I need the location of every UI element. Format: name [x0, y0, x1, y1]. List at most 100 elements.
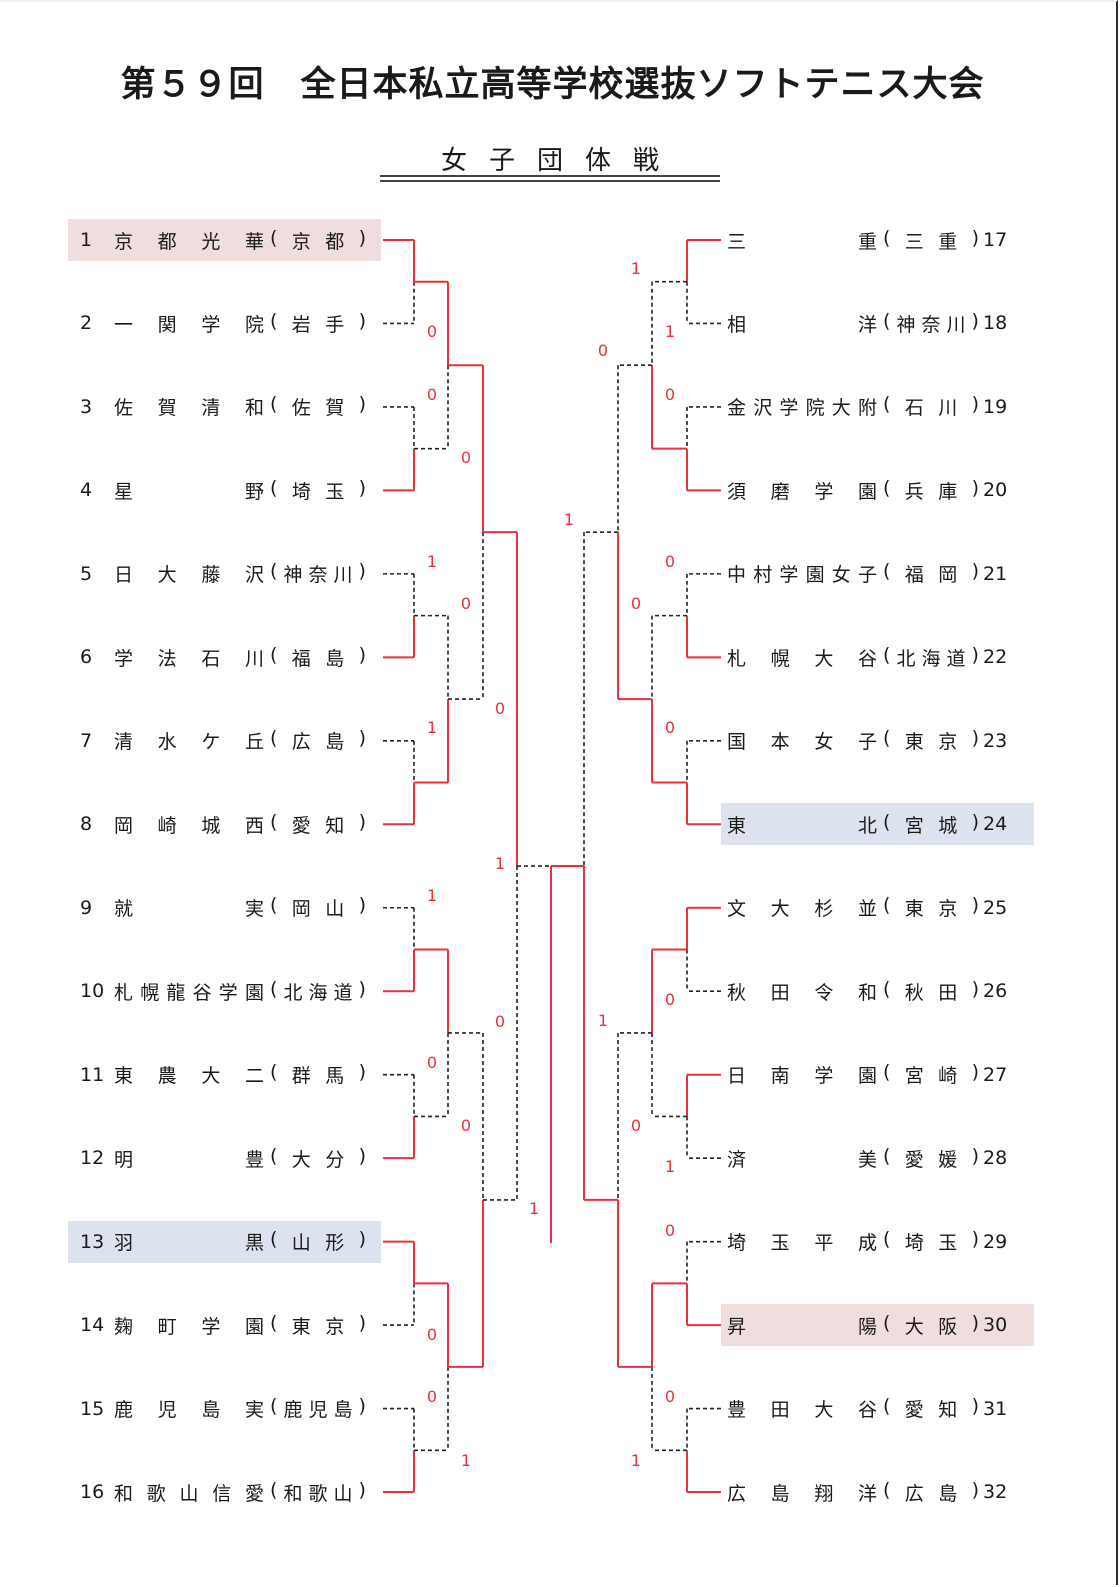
team-name-char: 学: [201, 313, 221, 336]
team-name-char: 令: [814, 981, 834, 1004]
match-score: 0: [664, 1387, 676, 1406]
team-entry: 埼玉平成(埼玉)29: [721, 1221, 1034, 1263]
prefecture-char: 和: [283, 1482, 303, 1505]
prefecture-char: 島: [325, 731, 345, 754]
team-name-char: 一: [114, 313, 134, 336]
team-seed: 25: [983, 896, 1008, 919]
team-seed: 30: [983, 1314, 1008, 1337]
prefecture-char: 岩: [291, 313, 311, 336]
match-score: 0: [664, 552, 676, 571]
team-entry: 済 美(愛媛)28: [721, 1137, 1034, 1179]
team-name-char: 園: [244, 981, 264, 1004]
team-prefecture: (大分): [270, 1144, 366, 1171]
team-prefecture: (福岡): [883, 560, 979, 587]
team-name-char: ケ: [201, 731, 221, 754]
team-name-char: 村: [753, 564, 773, 587]
team-seed: 28: [983, 1147, 1008, 1170]
team-name-char: 水: [157, 731, 177, 754]
team-name-char: 京: [114, 230, 134, 253]
team-prefecture: (群馬): [270, 1061, 366, 1088]
team-prefecture: (東京): [270, 1311, 366, 1338]
team-name-char: 学: [114, 647, 134, 670]
team-prefecture: (秋田): [883, 977, 979, 1004]
team-prefecture: (兵庫): [883, 476, 979, 503]
team-name-char: 埼: [727, 1232, 747, 1255]
team-name-char: 和: [857, 981, 877, 1004]
team-prefecture: (宮城): [883, 810, 979, 837]
page-subtitle: 女子団体戦: [440, 146, 681, 176]
team-name: 金沢学院大附: [727, 393, 877, 420]
team-name: 昇 陽: [727, 1312, 877, 1339]
team-name-char: 磨: [770, 480, 790, 503]
prefecture-char: 媛: [938, 1148, 958, 1171]
team-name: 札幌大谷: [727, 644, 877, 671]
team-entry: 広島翔洋(広島)32: [721, 1471, 1034, 1513]
team-name: 清水ケ丘: [114, 727, 264, 754]
match-score: 0: [494, 1012, 506, 1031]
prefecture-char: 京: [938, 731, 958, 754]
team-name-char: 大: [814, 1399, 834, 1422]
team-prefecture: (埼玉): [270, 476, 366, 503]
team-name-char: 信: [212, 1482, 232, 1505]
team-name: 星 野: [114, 477, 264, 504]
team-name-char: 成: [857, 1232, 877, 1255]
team-seed: 6: [80, 646, 93, 669]
prefecture-char: 秋: [904, 981, 924, 1004]
prefecture-char: 馬: [325, 1065, 345, 1088]
page-title: 第５９回 全日本私立高等学校選抜ソフトテニス大会: [120, 65, 985, 105]
team-entry: 昇 陽(大阪)30: [721, 1304, 1034, 1347]
team-entry: 日南学園(宮崎)27: [721, 1054, 1034, 1096]
prefecture-char: 奈: [921, 313, 941, 336]
prefecture-char: 田: [938, 981, 958, 1004]
team-name-char: 実: [244, 898, 264, 921]
match-score: 1: [563, 510, 575, 529]
prefecture-char: 川: [938, 397, 958, 420]
team-seed: 15: [80, 1397, 105, 1420]
team-name-char: 東: [727, 814, 747, 837]
team-name-char: 並: [857, 898, 877, 921]
team-name-char: 日: [727, 1065, 747, 1088]
team-name-char: 園: [857, 480, 877, 503]
team-seed: 22: [983, 646, 1008, 669]
team-prefecture: (北海道): [270, 977, 366, 1004]
team-name-char: 豊: [727, 1399, 747, 1422]
team-name-char: 岡: [114, 814, 134, 837]
match-score: 1: [460, 1451, 472, 1470]
team-seed: 8: [80, 813, 93, 836]
team-name-char: 実: [244, 1399, 264, 1422]
team-seed: 10: [80, 980, 105, 1003]
match-score: 0: [426, 1387, 438, 1406]
match-score: 1: [597, 1011, 609, 1030]
team-prefecture: (和歌山): [270, 1478, 366, 1505]
prefecture-char: 都: [325, 230, 345, 253]
prefecture-char: 東: [291, 1315, 311, 1338]
team-entry: 中村学園女子(福岡)21: [721, 553, 1034, 595]
match-score: 1: [630, 1451, 642, 1470]
prefecture-char: 奈: [308, 564, 328, 587]
team-name-char: 院: [805, 397, 825, 420]
team-name-char: 華: [244, 230, 264, 253]
prefecture-char: 京: [938, 898, 958, 921]
prefecture-char: 形: [325, 1232, 345, 1255]
team-name-char: 児: [157, 1399, 177, 1422]
team-name-char: 平: [814, 1232, 834, 1255]
prefecture-char: 島: [333, 1399, 353, 1422]
team-name-char: 玉: [770, 1232, 790, 1255]
prefecture-char: 埼: [291, 480, 311, 503]
team-name-char: 陽: [857, 1315, 877, 1338]
team-name-char: 園: [805, 564, 825, 587]
team-prefecture: (岩手): [270, 309, 366, 336]
team-prefecture: (神奈川): [270, 560, 366, 587]
prefecture-char: 川: [333, 564, 353, 587]
team-name-char: 院: [244, 313, 264, 336]
team-entry: 文大杉並(東京)25: [721, 887, 1034, 929]
team-name-char: 学: [814, 1065, 834, 1088]
team-name: 済 美: [727, 1145, 877, 1172]
team-name-char: 学: [814, 480, 834, 503]
